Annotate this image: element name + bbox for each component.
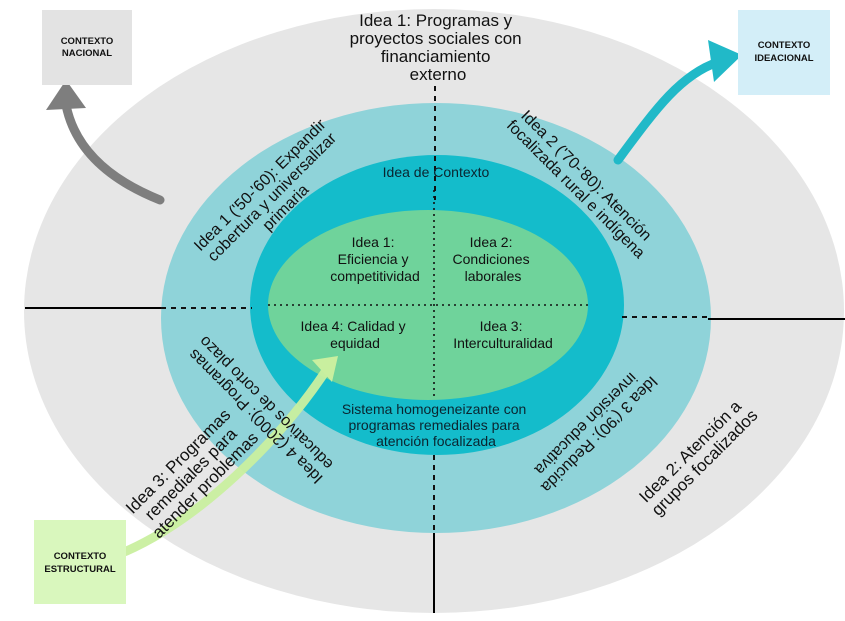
note-contexto-estructural: CONTEXTO ESTRUCTURAL <box>34 520 126 604</box>
note-ideacional-line1: CONTEXTO <box>758 40 811 51</box>
core-ellipse <box>268 210 588 400</box>
arrow-nacional <box>61 100 165 205</box>
ring-bottom-line2: programas remediales para <box>348 417 519 433</box>
arrow-nacional-head <box>46 80 86 110</box>
arrow-ideacional-head <box>708 40 742 82</box>
outer-top-line1: Idea 1: Programas y <box>359 11 513 30</box>
core-q3-label: Idea 3: Interculturalidad <box>453 318 553 351</box>
arrow-ideacional <box>613 57 723 165</box>
outer-top-label: Idea 1: Programas y proyectos sociales c… <box>350 11 527 84</box>
core-q2-line3: laborales <box>465 268 522 284</box>
note-ideacional-line2: IDEACIONAL <box>754 53 813 64</box>
core-q1-line3: competitividad <box>330 268 420 284</box>
core-q1-line1: Idea 1: <box>352 234 395 250</box>
outer-top-line2: proyectos sociales con <box>350 29 522 48</box>
core-q4-line1: Idea 4: Calidad y <box>301 318 406 334</box>
note-nacional-line1: CONTEXTO <box>61 36 114 47</box>
note-estructural-line1: CONTEXTO <box>54 551 107 562</box>
core-q2-line2: Condiciones <box>453 251 530 267</box>
arrow-estructural-head <box>312 356 338 382</box>
ring-top-label: Idea de Contexto <box>383 164 490 180</box>
core-q1-line2: Eficiencia y <box>338 251 409 267</box>
core-q2-label: Idea 2: Condiciones laborales <box>453 234 534 284</box>
core-q3-line2: Interculturalidad <box>453 335 553 351</box>
ring-bottom-label: Sistema homogeneizante con programas rem… <box>342 401 530 449</box>
core-q1-label: Idea 1: Eficiencia y competitividad <box>330 234 420 284</box>
outer-top-line4: externo <box>410 65 467 84</box>
core-q2-line1: Idea 2: <box>470 234 513 250</box>
core-q4-label: Idea 4: Calidad y equidad <box>301 318 410 351</box>
arrow-estructural <box>117 367 330 558</box>
core-q4-line2: equidad <box>330 335 380 351</box>
note-nacional-line2: NACIONAL <box>62 48 112 59</box>
note-contexto-ideacional: CONTEXTO IDEACIONAL <box>738 10 830 95</box>
outer-top-line3: financiamiento <box>381 47 491 66</box>
ring-bottom-line3: atención focalizada <box>376 433 496 449</box>
core-q3-line1: Idea 3: <box>480 318 523 334</box>
note-estructural-line2: ESTRUCTURAL <box>44 564 115 575</box>
ring-bottom-line1: Sistema homogeneizante con <box>342 401 526 417</box>
